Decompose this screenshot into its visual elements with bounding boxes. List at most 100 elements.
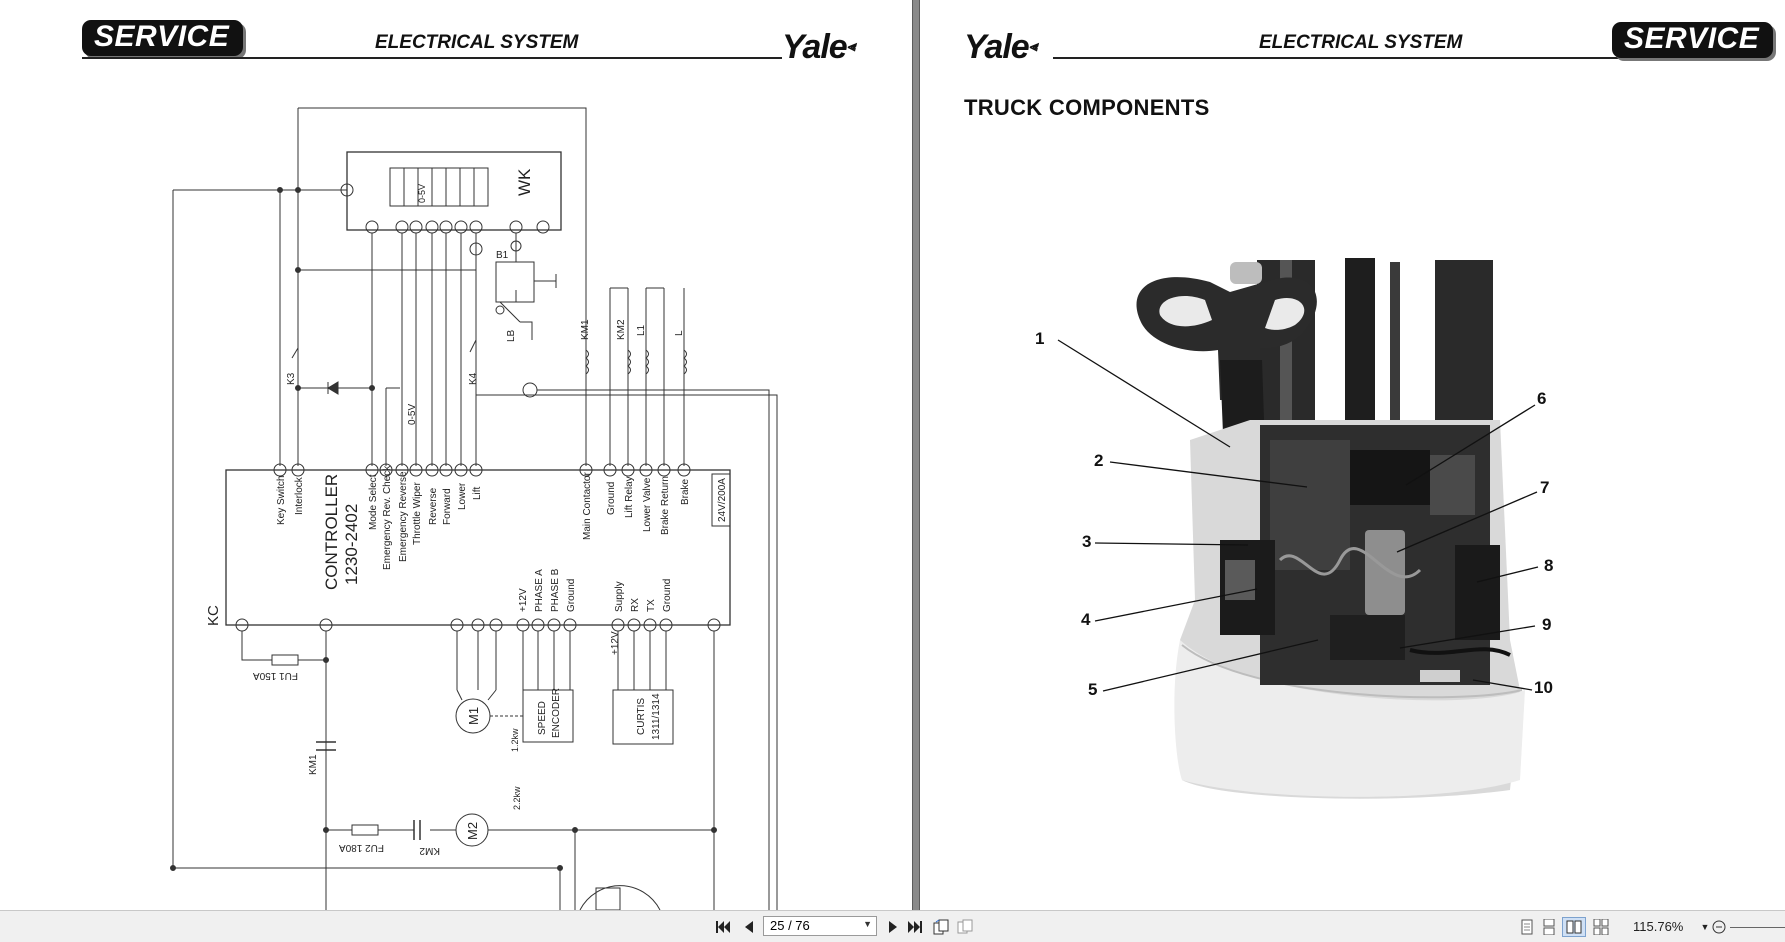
page-header-title: ELECTRICAL SYSTEM: [375, 32, 579, 53]
diode-symbol: [327, 381, 339, 395]
pin-label-forward: Forward: [442, 488, 453, 525]
speed-encoder-box: [522, 689, 574, 743]
last-page-icon[interactable]: [906, 918, 924, 936]
wk-voltage-label: 0-5V: [417, 184, 427, 203]
km2-coil-label: KM2: [616, 319, 627, 340]
service-badge: SERVICE: [1612, 22, 1774, 58]
callout-3: 3: [1082, 532, 1091, 551]
km1-coil-label: KM1: [580, 319, 591, 340]
continuous-icon[interactable]: [1540, 918, 1558, 936]
single-page-icon[interactable]: [1518, 918, 1536, 936]
controller-top-pins: [273, 463, 691, 477]
truck-components-photo: 1 2 3 4 5 6 7 8 9 10: [1035, 258, 1553, 799]
kc-label: KC: [205, 605, 222, 626]
controller-label: CONTROLLER: [322, 474, 341, 590]
callout-7: 7: [1540, 478, 1549, 497]
curtis-pin-supply: Supply: [614, 581, 625, 612]
service-badge: SERVICE: [82, 20, 244, 56]
motor-m2: [455, 813, 489, 847]
pin-label-lift: Lift: [472, 486, 483, 500]
pin-label-lower-valve: Lower Valve: [642, 477, 653, 532]
controller-unit: [1350, 450, 1430, 505]
header-rule: [82, 57, 782, 59]
pin-label-interlock: Interlock: [294, 476, 305, 515]
pin-label-ground: Ground: [606, 482, 617, 515]
callout-9: 9: [1542, 615, 1551, 634]
throttle-voltage-label: 0-5V: [407, 404, 418, 425]
km2-label: KM2: [419, 845, 440, 856]
wk-pins: [365, 220, 550, 234]
encoder-pin-ground: Ground: [566, 579, 577, 612]
next-page-icon[interactable]: [884, 918, 902, 936]
pages-icon[interactable]: [956, 918, 974, 936]
header-rule: [1053, 57, 1671, 59]
callout-4: 4: [1081, 610, 1091, 629]
relay-coils: [585, 287, 687, 466]
fu2-label: FU2 180A: [339, 842, 384, 853]
curtis-pin-tx: TX: [646, 599, 657, 612]
controller-model: 1230-2402: [342, 504, 361, 585]
wiring-schematic: WK 0-5V B1 LB K3 0-5V K4: [170, 107, 778, 910]
zoom-dropdown-icon[interactable]: ▼: [1700, 922, 1710, 932]
page-header-title: ELECTRICAL SYSTEM: [1259, 32, 1463, 53]
m1-power-label: 1.2kw: [510, 728, 520, 752]
schematic-wire: [297, 107, 587, 466]
zoom-out-icon[interactable]: [1710, 918, 1728, 936]
encoder-pin-phase-a: PHASE A: [534, 569, 545, 612]
pin-label-brake-return: Brake Return: [660, 476, 671, 535]
two-page-continuous-icon[interactable]: [1592, 918, 1610, 936]
pin-label-throttle-wiper: Throttle Wiper: [412, 482, 423, 545]
k4-label: K4: [468, 372, 479, 385]
fu1-label: FU1 150A: [253, 670, 298, 681]
pin-label-emergency-rev-check: Emergency Rev. Check: [382, 465, 393, 570]
fuse-fu2: [351, 824, 379, 836]
chevron-down-icon: ▼: [863, 919, 872, 929]
first-page-icon[interactable]: [714, 918, 732, 936]
page-divider: [912, 0, 920, 910]
m2-power-label: 2.2kw: [512, 786, 522, 810]
pump-motor: [1365, 530, 1405, 615]
lb-label: LB: [506, 329, 517, 342]
encoder-pin-phase-b: PHASE B: [550, 568, 561, 612]
yale-logo: Yale⫷: [782, 28, 856, 66]
curtis-line2: 1311/1314: [651, 693, 662, 740]
pin-label-main-contactor: Main Contactor: [582, 472, 593, 540]
pin-label-key-switch: Key Switch: [276, 476, 287, 525]
callout-10: 10: [1534, 678, 1553, 697]
callout-2: 2: [1094, 451, 1103, 470]
zoom-slider[interactable]: [1730, 927, 1785, 928]
speed-encoder-line1: SPEED: [537, 701, 548, 735]
controller-bottom-pins: [235, 618, 721, 632]
b1-label: B1: [496, 250, 509, 261]
contactor-km2: [413, 820, 421, 840]
m2-label: M2: [465, 822, 480, 840]
pin-label-mode-select: Mode Select: [368, 474, 379, 530]
right-document-page: Yale⫷ ELECTRICAL SYSTEM SERVICE TRUCK CO…: [920, 0, 1785, 910]
curtis-pin-ground: Ground: [662, 579, 673, 612]
callout-1: 1: [1035, 329, 1044, 348]
prev-page-icon[interactable]: [740, 918, 758, 936]
callout-leaders: [1057, 339, 1539, 692]
controller-block: [225, 469, 731, 626]
l1-coil-label: L1: [636, 324, 647, 336]
m1-label: M1: [466, 707, 481, 725]
curtis-display-box: [612, 689, 674, 745]
zoom-level[interactable]: 115.76%: [1633, 919, 1684, 934]
encoder-pin-12v: +12V: [518, 588, 529, 612]
pin-label-emergency-reverse: Emergency Reverse: [398, 471, 409, 562]
curtis-pin-rx: RX: [630, 598, 641, 612]
two-page-icon[interactable]: [1562, 917, 1586, 937]
controller-voltage-label: 24V/200A: [717, 478, 728, 522]
fuse-panel: [1455, 545, 1500, 640]
pin-label-lift-relay: Lift Relay: [624, 476, 635, 518]
page-number-select[interactable]: 25 / 76▼: [763, 916, 877, 936]
rotate-icon[interactable]: [932, 918, 950, 936]
l-coil-label: L: [674, 330, 685, 336]
pin-label-reverse: Reverse: [428, 487, 439, 525]
contactor-km1: [316, 741, 336, 751]
fuse-fu1: [271, 654, 299, 666]
yale-logo: Yale⫷: [964, 28, 1038, 66]
k3-switch: [291, 347, 299, 359]
schematic-wire: [172, 189, 347, 870]
wk-label: WK: [515, 168, 534, 196]
